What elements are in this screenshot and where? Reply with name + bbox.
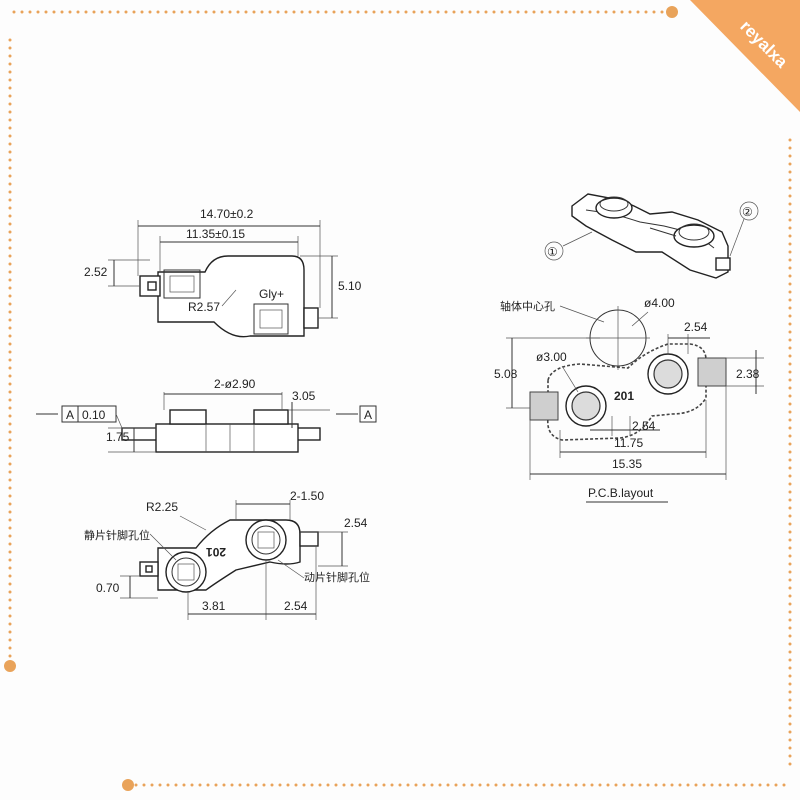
side-holes: 2-ø2.90 [214, 377, 256, 391]
pcb-caption: P.C.B.layout [588, 486, 654, 500]
top-right-height: 5.10 [338, 279, 362, 293]
pcb-shaft-dia: ø4.00 [644, 296, 675, 310]
bottom-spacing-right: 2.54 [284, 599, 308, 613]
pcb-shaft-label: 轴体中心孔 [500, 299, 555, 313]
iso-callout-2: ② [742, 205, 753, 219]
top-mark: Gly+ [259, 287, 284, 301]
side-thickness: 1.75 [106, 430, 130, 444]
top-inner-width: 11.35±0.15 [186, 227, 245, 241]
bottom-right-offset: 2.54 [344, 516, 368, 530]
top-left-height: 2.52 [84, 265, 108, 279]
side-view: 2-ø2.90 3.05 A 0.10 A 1.75 [36, 377, 377, 453]
pcb-height-right: 2.38 [736, 367, 760, 381]
iso-callout-1: ① [547, 245, 558, 259]
pcb-mark: 201 [614, 389, 634, 403]
top-radius: R2.57 [188, 300, 220, 314]
top-view: Gly+ 14.70±0.2 11.35±0.15 2.52 5.10 R2.5… [84, 207, 362, 338]
bottom-left-offset: 0.70 [96, 581, 120, 595]
side-flatness: 0.10 [82, 408, 106, 422]
pcb-pin-spacing-bottom: 2.54 [632, 419, 656, 433]
bottom-mark: 201 [206, 545, 226, 559]
bottom-view: 201 R2.25 静片针脚孔位 2-1.50 2.54 动片针脚孔位 0.70… [84, 489, 370, 620]
top-overall-width: 14.70±0.2 [200, 207, 254, 221]
iso-view: ① ② [544, 193, 759, 279]
bottom-spacing-left: 3.81 [202, 599, 226, 613]
pcb-layout: 轴体中心孔 ø4.00 201 ø3.00 2.54 5.08 2.38 2.5… [494, 296, 764, 503]
side-post-height: 3.05 [292, 389, 316, 403]
pcb-outer-width: 15.35 [612, 457, 642, 471]
static-pin-label: 静片针脚孔位 [84, 528, 150, 542]
moving-pin-label: 动片针脚孔位 [304, 570, 370, 584]
pcb-inner-width: 11.75 [614, 436, 643, 450]
bottom-pins: 2-1.50 [290, 489, 324, 503]
brand-badge: reyalxa [690, 0, 800, 112]
side-datum-left: A [66, 408, 74, 422]
side-datum-right: A [364, 408, 372, 422]
pcb-pin-spacing-top: 2.54 [684, 320, 708, 334]
bottom-radius: R2.25 [146, 500, 178, 514]
pcb-hole-dia: ø3.00 [536, 350, 567, 364]
pcb-height-left: 5.08 [494, 367, 518, 381]
dotted-border [4, 6, 792, 791]
